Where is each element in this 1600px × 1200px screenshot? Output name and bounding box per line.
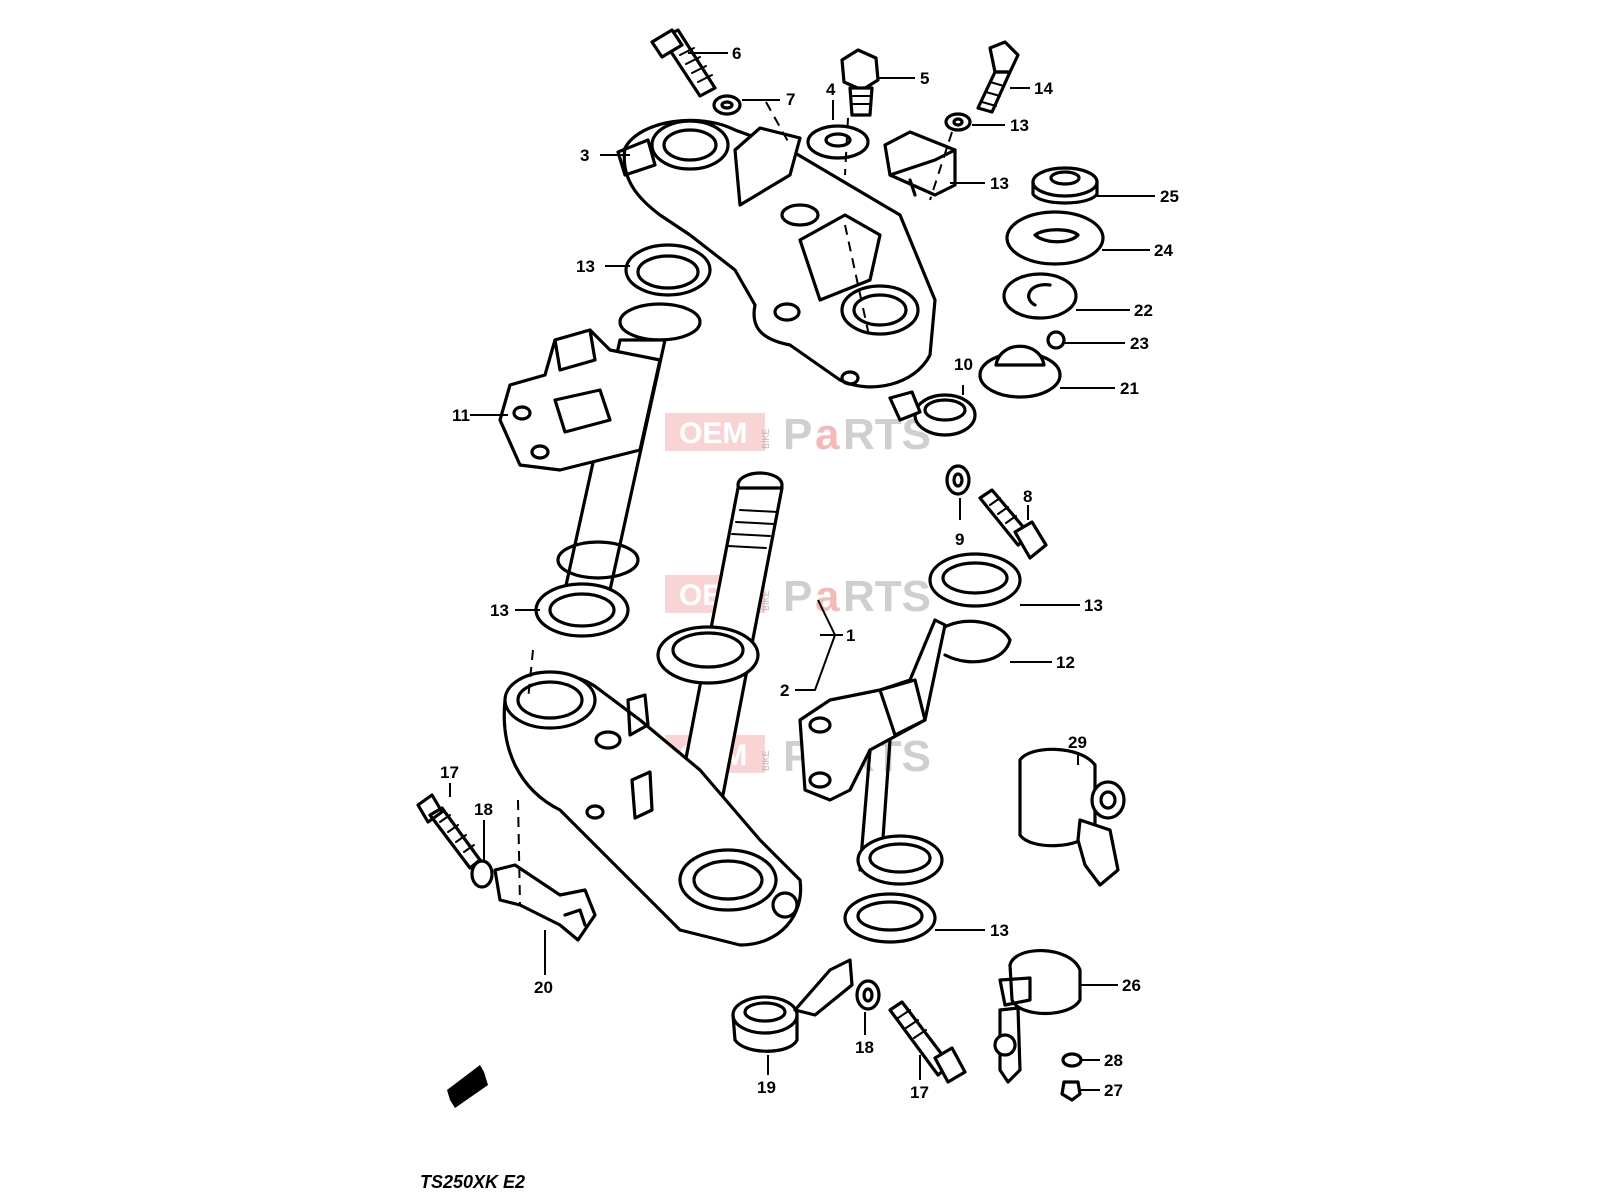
direction-arrow-icon <box>447 1065 488 1108</box>
callout-1: 1 <box>846 626 855 645</box>
callout-29: 29 <box>1068 733 1087 752</box>
callout-12: 12 <box>1056 653 1075 672</box>
washer-4 <box>806 124 870 160</box>
callout-8: 8 <box>1023 487 1032 506</box>
watermark-bike: BIKE <box>761 750 771 771</box>
watermark-2: OEM BIKE P a RTS <box>665 572 931 621</box>
lower-bracket <box>502 670 803 947</box>
callout-25: 25 <box>1160 187 1179 206</box>
watermark-parts-p: P <box>783 572 812 621</box>
upper-bracket <box>616 118 937 389</box>
callout-17-left: 17 <box>440 763 459 782</box>
callout-9: 9 <box>955 530 964 549</box>
callout-labels: 6 7 4 5 14 13 13 3 13 11 25 24 22 23 21 … <box>440 44 1179 1102</box>
washer-7 <box>712 94 742 116</box>
callout-23: 23 <box>1130 334 1149 353</box>
callout-6: 6 <box>732 44 741 63</box>
callout-24: 24 <box>1154 241 1173 260</box>
callout-11: 11 <box>452 406 470 425</box>
grommet-19 <box>731 958 854 1053</box>
callout-27: 27 <box>1104 1081 1123 1100</box>
callout-15: 13 <box>1010 116 1029 135</box>
watermark-parts-a: a <box>815 572 840 621</box>
callout-13-right: 13 <box>1084 596 1103 615</box>
right-bearings <box>888 390 1022 664</box>
callout-20: 20 <box>534 978 553 997</box>
callout-22: 22 <box>1134 301 1153 320</box>
assembly-lines-left <box>517 649 534 906</box>
watermark-bike: BIKE <box>761 590 771 611</box>
watermark-parts-p: P <box>783 410 812 459</box>
bolt-6 <box>650 28 717 98</box>
callout-13-left: 13 <box>490 601 509 620</box>
bracket-12 <box>798 618 947 882</box>
watermark-bike: BIKE <box>761 428 771 449</box>
part-24 <box>1005 210 1105 266</box>
cap-bolt-5 <box>840 48 880 117</box>
washer-18-center <box>855 979 881 1011</box>
callout-3: 3 <box>580 146 589 165</box>
bolt-17-center <box>888 1000 967 1084</box>
callout-19: 19 <box>757 1078 776 1097</box>
washer-18-left <box>470 859 494 889</box>
bracket-11 <box>498 328 662 472</box>
callout-4: 4 <box>826 80 836 99</box>
screw-28 <box>1061 1052 1083 1068</box>
model-code: TS250XK E2 <box>420 1172 525 1192</box>
assembly-lines-top <box>765 101 953 341</box>
callout-13-bottom-right: 13 <box>990 921 1009 940</box>
watermark-parts-rts: RTS <box>843 572 931 621</box>
screw-27 <box>1060 1080 1082 1102</box>
bolt-16 <box>976 40 1020 114</box>
callout-17-center: 17 <box>910 1083 929 1102</box>
callout-21: 21 <box>1120 379 1139 398</box>
leader-lines <box>449 52 1155 1091</box>
part-23 <box>1046 330 1066 350</box>
callout-14: 13 <box>990 174 1009 193</box>
clamp-20 <box>493 863 597 942</box>
washer-15 <box>944 112 972 132</box>
callout-10: 10 <box>954 355 973 374</box>
callout-7: 7 <box>786 90 795 109</box>
callout-18-left: 18 <box>474 800 493 819</box>
bolt-8 <box>978 488 1048 560</box>
handlebar-holder-14 <box>883 130 957 197</box>
callout-2: 2 <box>780 681 789 700</box>
bolt-17-left <box>416 793 482 870</box>
callout-18-center: 18 <box>855 1038 874 1057</box>
callout-28: 28 <box>1104 1051 1123 1070</box>
watermark-parts-a: a <box>815 410 840 459</box>
part-21 <box>978 344 1062 399</box>
callout-16: 14 <box>1034 79 1053 98</box>
callout-13-top-left: 13 <box>576 257 595 276</box>
watermark-1: OEM BIKE P a RTS <box>665 410 931 459</box>
part-22 <box>1002 272 1078 320</box>
callout-26: 26 <box>1122 976 1141 995</box>
part-25 <box>1031 166 1099 205</box>
watermark-oem: OEM <box>679 417 747 450</box>
lock-29 <box>1018 747 1126 887</box>
callout-5: 5 <box>920 69 929 88</box>
lower-seals-right <box>843 834 944 944</box>
